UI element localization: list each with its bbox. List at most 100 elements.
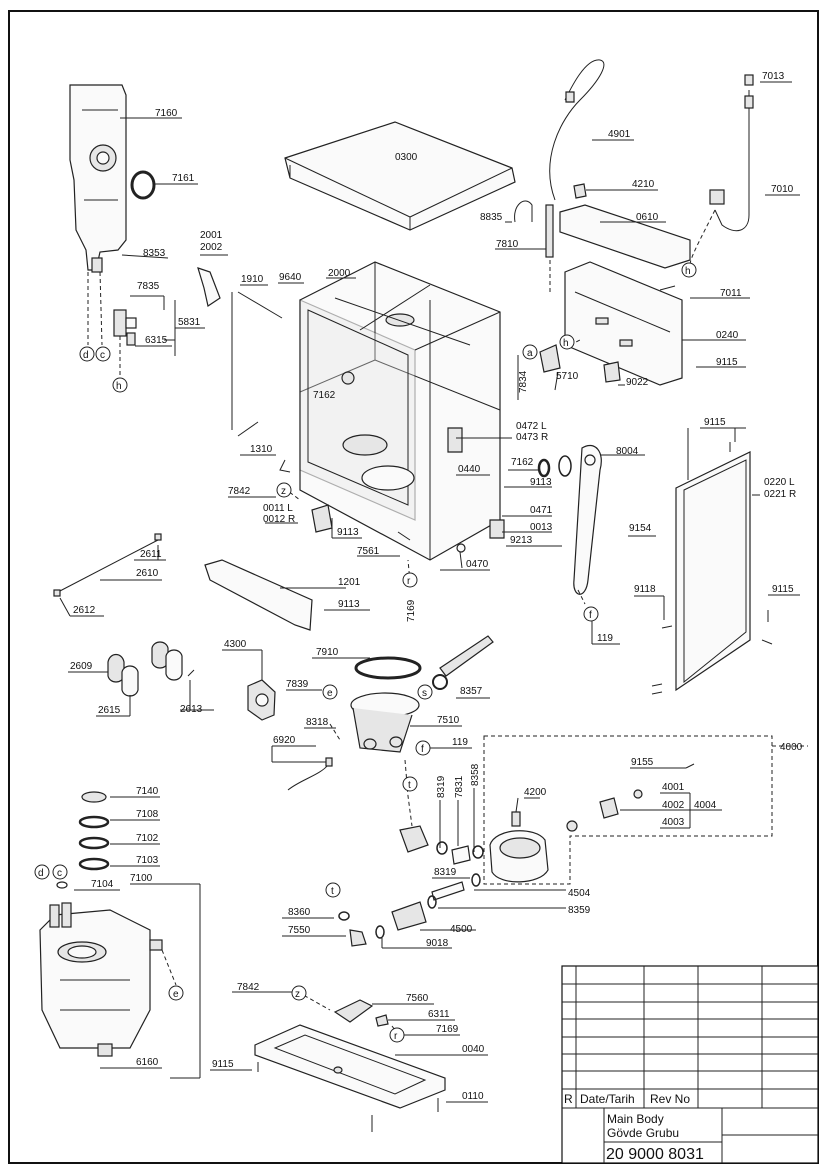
label-0220: 0220 L: [764, 477, 795, 488]
label-0040: 0040: [462, 1044, 485, 1055]
elbow-7550: [349, 929, 367, 947]
callout-d-bottom: d: [38, 868, 44, 879]
callout-t-mid: t: [408, 780, 411, 791]
ring-7910: [354, 656, 422, 680]
label-8357: 8357: [460, 686, 483, 697]
callout-h-mid: h: [563, 338, 569, 349]
label-7910: 7910: [316, 647, 339, 658]
wire-6920: [287, 764, 329, 791]
hinge-0440: [447, 427, 463, 453]
label-7161: 7161: [172, 173, 195, 184]
bush-7162: [537, 458, 551, 478]
label-8318: 8318: [306, 717, 329, 728]
rail-2610: [57, 539, 159, 593]
foot-0011: [311, 504, 333, 533]
callout-a: a: [527, 348, 533, 359]
bracket-2001: [197, 267, 221, 307]
cap-7140: [81, 791, 107, 803]
label-4200: 4200: [524, 787, 547, 798]
label-9115-c: 9115: [772, 584, 794, 595]
label-9113-b: 9113: [337, 527, 359, 538]
label-4003: 4003: [662, 817, 685, 828]
label-4901: 4901: [608, 129, 631, 140]
label-4004: 4004: [694, 800, 717, 811]
hose-7010: [714, 90, 750, 232]
label-0240: 0240: [716, 330, 739, 341]
valve-5710: [539, 344, 561, 373]
label-7561: 7561: [357, 546, 380, 557]
base-tray-0040: [254, 1024, 446, 1109]
label-6311: 6311: [428, 1009, 450, 1020]
label-7510: 7510: [437, 715, 460, 726]
callout-c-top: c: [100, 350, 105, 361]
label-4210: 4210: [632, 179, 655, 190]
label-9022: 9022: [626, 377, 649, 388]
callout-e-bottom: e: [173, 989, 179, 1000]
title-rev-label: Rev No: [650, 1092, 690, 1106]
motor-4002: [599, 797, 619, 819]
label-4300: 4300: [224, 639, 247, 650]
label-0440: 0440: [458, 464, 481, 475]
label-119-a: 119: [597, 633, 613, 644]
cover-1201: [204, 559, 313, 631]
label-2613: 2613: [180, 704, 203, 715]
label-7108: 7108: [136, 809, 159, 820]
hose-7831: [451, 845, 471, 865]
label-7010: 7010: [771, 184, 794, 195]
label-2609: 2609: [70, 661, 93, 672]
hinge-arm-8004: [573, 444, 602, 595]
label-9115-a: 9115: [716, 357, 738, 368]
label-7842-b: 7842: [237, 982, 260, 993]
valve-8319: [399, 825, 429, 853]
label-8360: 8360: [288, 907, 311, 918]
tub-2000: [299, 261, 501, 561]
ring-7102: [78, 836, 110, 850]
label-9115-d: 9115: [212, 1059, 234, 1070]
clip-4210: [573, 183, 587, 199]
title-date-label: Date/Tarih: [580, 1092, 635, 1106]
label-9154: 9154: [629, 523, 652, 534]
sump-7510: [350, 692, 420, 753]
pipe-4500: [391, 901, 427, 931]
label-9018: 9018: [426, 938, 449, 949]
callout-r-bottom: r: [394, 1031, 398, 1042]
label-7560: 7560: [406, 993, 429, 1004]
label-0610: 0610: [636, 212, 659, 223]
label-1910: 1910: [241, 274, 264, 285]
strip-1310: [237, 421, 259, 437]
ring-7103: [78, 857, 110, 871]
label-7100: 7100: [130, 873, 153, 884]
ring-7108: [78, 815, 110, 829]
label-4001: 4001: [662, 782, 685, 793]
clip-9022: [603, 361, 621, 383]
label-7103: 7103: [136, 855, 159, 866]
label-0013: 0013: [530, 522, 553, 533]
pipe-7810: [545, 204, 554, 258]
label-7842-a: 7842: [228, 486, 251, 497]
callout-h-left: h: [116, 381, 122, 392]
label-7831: 7831: [454, 775, 465, 798]
label-7834: 7834: [518, 370, 529, 393]
bracket-0013: [489, 519, 505, 539]
label-4500: 4500: [450, 924, 473, 935]
label-0011: 0011 L: [263, 503, 293, 514]
assembly-4000-box: [483, 735, 773, 885]
leader-lines: [59, 81, 800, 1103]
label-6315: 6315: [145, 335, 168, 346]
label-7013: 7013: [762, 71, 785, 82]
label-9213: 9213: [510, 535, 533, 546]
callout-c-bottom: c: [57, 868, 62, 879]
label-4504: 4504: [568, 888, 591, 899]
panel-0610: [559, 204, 691, 269]
part-0470: [456, 543, 466, 553]
callout-z-top: z: [281, 486, 286, 497]
door-panel-0220: [675, 451, 751, 692]
callout-e-mid: e: [327, 688, 333, 699]
label-1310: 1310: [250, 444, 273, 455]
label-2002: 2002: [200, 242, 223, 253]
callout-s: s: [422, 688, 427, 699]
label-2612: 2612: [73, 605, 96, 616]
label-5831: 5831: [178, 317, 201, 328]
callout-circles: [34, 262, 697, 1043]
label-0012: 0012 R: [263, 514, 295, 525]
